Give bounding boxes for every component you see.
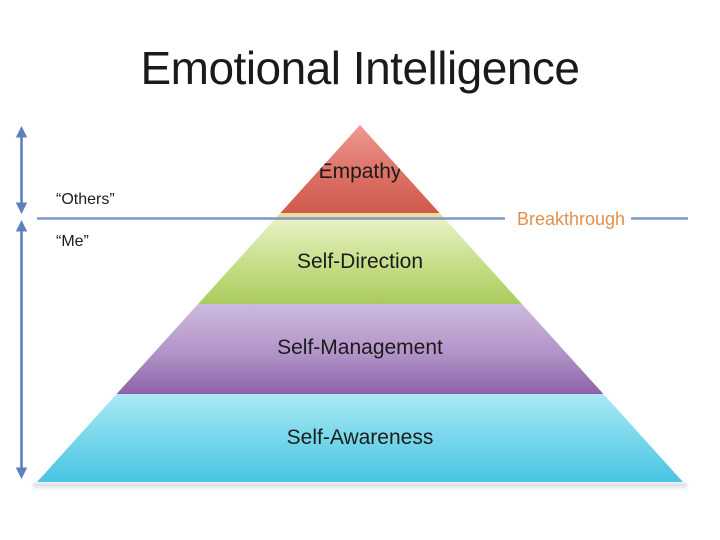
me-label: “Me” [56,233,89,250]
empathy-label: Empathy [318,160,402,183]
slide-title: Emotional Intelligence [140,42,580,94]
pyramid: Empathy Self-Direction Self-Management S… [37,125,683,482]
self-direction-label: Self-Direction [296,250,424,273]
breakthrough-label: Breakthrough [516,209,626,229]
pyramid-empathy-base-seam [37,213,683,220]
pyramid-shadow [33,483,687,491]
pyramid-level-self-awareness [37,394,683,482]
others-span-arrow-icon [15,126,28,214]
self-management-label: Self-Management [277,336,443,359]
others-label: “Others” [56,191,115,208]
me-span-arrow-icon [15,220,28,479]
self-awareness-label: Self-Awareness [286,426,434,449]
